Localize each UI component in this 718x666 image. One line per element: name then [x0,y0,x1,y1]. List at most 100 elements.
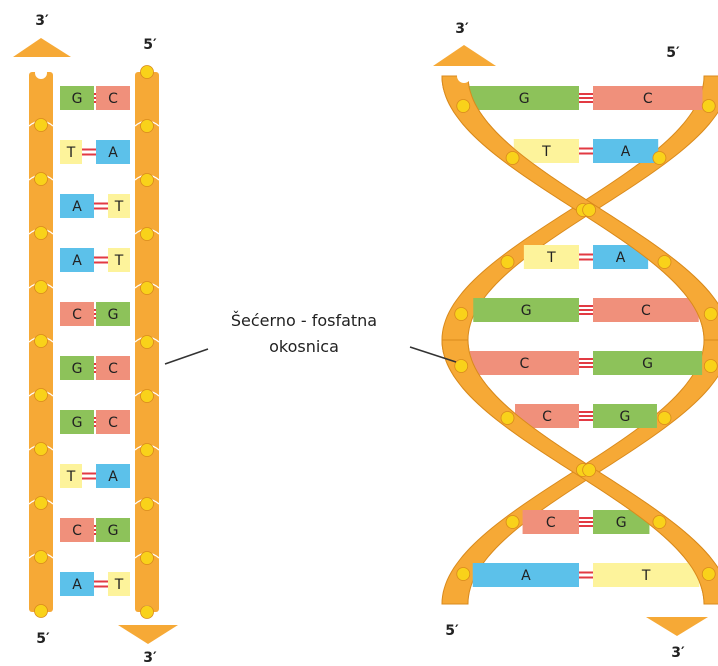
left-strand-notch [35,67,47,79]
base-t [108,572,130,596]
base-letter: G [72,91,83,107]
base-a [593,139,659,163]
base-letter: A [72,199,82,215]
base-t [60,464,82,488]
base-letter: T [66,469,76,485]
base-g [96,518,130,542]
base-c [60,518,94,542]
phosphate-group [500,411,515,425]
phosphate-group [140,119,154,133]
right-strand-arrow-down [118,625,178,644]
phosphate-group [703,307,718,321]
ladder-end-label-bottom-left: 5′ [36,631,50,647]
base-letter: C [108,91,118,107]
helix-end-label-bottom-left: 5′ [445,623,459,639]
base-letter: A [521,568,531,584]
base-a [60,572,94,596]
phosphate-group [454,307,469,321]
base-a [472,563,579,587]
base-g [96,302,130,326]
ladder-end-label-top-left: 3′ [35,13,49,29]
base-a [96,464,130,488]
base-c [96,410,130,434]
base-g [473,298,579,322]
callout-label-line1: Šećerno - fosfatna [231,311,377,330]
base-a [60,248,94,272]
base-letter: C [72,307,82,323]
callout-label-line2: okosnica [269,337,339,356]
base-c [469,351,579,375]
base-letter: A [108,145,118,161]
base-letter: T [114,199,124,215]
phosphate-group [582,203,597,217]
base-c [522,510,579,534]
base-g [593,404,657,428]
phosphate-group [140,551,154,565]
helix-strand-notch [669,599,683,613]
phosphate-group [582,463,597,477]
helix-end-label-top-left: 3′ [455,21,469,37]
phosphate-group [454,359,469,373]
phosphate-group [34,118,48,132]
phosphate-group [34,604,48,618]
phosphate-group [456,567,471,581]
phosphate-group [140,335,154,349]
base-c [60,302,94,326]
base-letter: A [616,250,626,266]
phosphate-group [505,151,520,165]
helix-end-label-top-right: 5′ [666,45,680,61]
base-t [60,140,82,164]
base-letter: G [72,415,83,431]
phosphate-group [34,442,48,456]
base-g [60,410,94,434]
base-letter: C [641,303,651,319]
base-letter: T [641,568,651,584]
base-letter: C [643,91,653,107]
base-letter: G [108,307,119,323]
base-letter: T [546,250,556,266]
helix-strand-arrow-down [646,617,708,636]
base-letter: C [546,515,556,531]
base-letter: T [114,577,124,593]
phosphate-group [34,172,48,186]
base-letter: G [108,523,119,539]
phosphate-group [140,497,154,511]
phosphate-group [34,280,48,294]
base-t [593,563,700,587]
phosphate-group [140,389,154,403]
base-letter: C [108,361,118,377]
ladder-end-label-bottom-right: 3′ [143,650,157,666]
callout-line-right [409,346,457,363]
base-letter: G [616,515,627,531]
phosphate-group [140,443,154,457]
callout-line-left [164,348,209,365]
base-letter: G [620,409,631,425]
base-letter: A [621,144,631,160]
base-g [593,351,703,375]
phosphate-group [140,605,154,619]
base-t [523,245,579,269]
base-letter: C [542,409,552,425]
phosphate-group [657,255,672,269]
base-letter: T [541,144,551,160]
phosphate-group [701,567,716,581]
base-c [593,298,699,322]
helix-front-strands [441,75,718,605]
phosphate-group [34,496,48,510]
base-c [96,86,130,110]
